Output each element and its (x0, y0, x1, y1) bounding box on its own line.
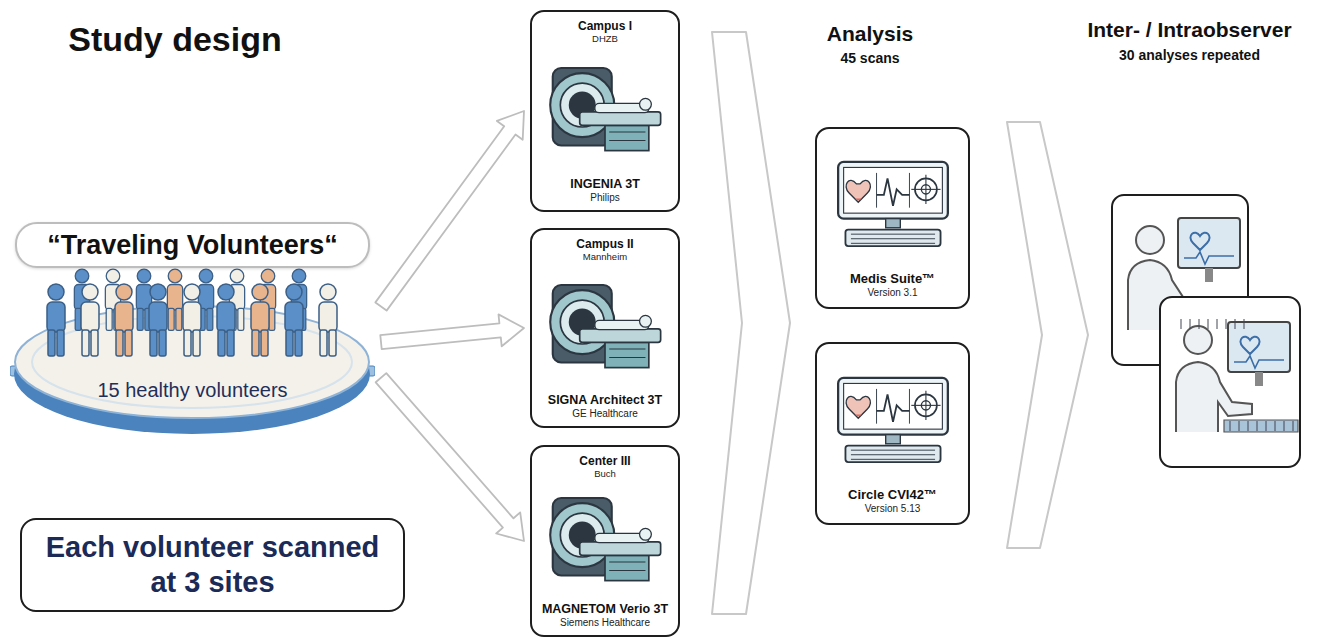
node-text: Version 5.13 (865, 503, 921, 515)
block-arrow (375, 111, 524, 311)
scanner-icon (537, 45, 673, 177)
monitor-symbol (829, 158, 957, 250)
node-text: Buch (594, 468, 616, 479)
node-text: SIGNA Architect 3T (548, 393, 662, 408)
node-heading: Campus I (578, 19, 632, 33)
scanner-symbol (546, 493, 664, 589)
node-text: Philips (590, 192, 619, 204)
volunteer-platform: 15 healthy volunteers (10, 262, 375, 440)
node-text: Mannheim (583, 251, 627, 262)
block-arrow (376, 373, 524, 541)
software-box: Medis Suite™Version 3.1 (815, 127, 970, 309)
node-heading: Circle CVI42™ (848, 487, 937, 503)
node-heading: Center III (579, 454, 630, 468)
monitor-icon (822, 137, 963, 271)
title-pill: “Traveling Volunteers“ (15, 222, 370, 268)
monitor-icon (822, 352, 963, 487)
diagram-title: Study design (40, 20, 310, 59)
scanner-site-box: Campus IIMannheimSIGNA Architect 3TGE He… (530, 228, 680, 428)
node-text: Siemens Healthcare (560, 617, 650, 629)
column-heading: Analysis (770, 22, 970, 46)
column-subheading: 30 analyses repeated (1062, 47, 1317, 63)
scanner-site-box: Campus IDHZB INGENIA 3TPhilips (530, 10, 680, 212)
node-heading: Medis Suite™ (850, 271, 935, 287)
scanner-icon (537, 263, 673, 393)
column-heading: Inter- / Intraobserver (1062, 18, 1317, 42)
block-arrow (380, 314, 524, 349)
node-heading: 15 healthy volunteers (20, 378, 365, 402)
software-box: Circle CVI42™Version 5.13 (815, 342, 970, 525)
scanner-icon (537, 480, 673, 602)
node-heading: “Traveling Volunteers“ (47, 229, 338, 261)
scanner-symbol (546, 63, 664, 159)
scanner-site-box: Center IIIBuchMAGNETOM Verio 3TSiemens H… (530, 445, 680, 637)
node-text: Version 3.1 (867, 287, 917, 299)
node-text: INGENIA 3T (570, 177, 640, 192)
node-heading: Campus II (576, 237, 633, 251)
node-heading: Each volunteer scanned at 3 sites (36, 530, 389, 600)
summary-box: Each volunteer scanned at 3 sites (20, 518, 405, 612)
node-text: DHZB (592, 33, 618, 44)
column-subheading: 45 scans (770, 50, 970, 66)
volunteer-platform (10, 262, 375, 440)
scanner-symbol (546, 280, 664, 376)
monitor-symbol (829, 374, 957, 466)
node-text: MAGNETOM Verio 3T (542, 602, 668, 617)
node-text: GE Healthcare (572, 408, 638, 420)
